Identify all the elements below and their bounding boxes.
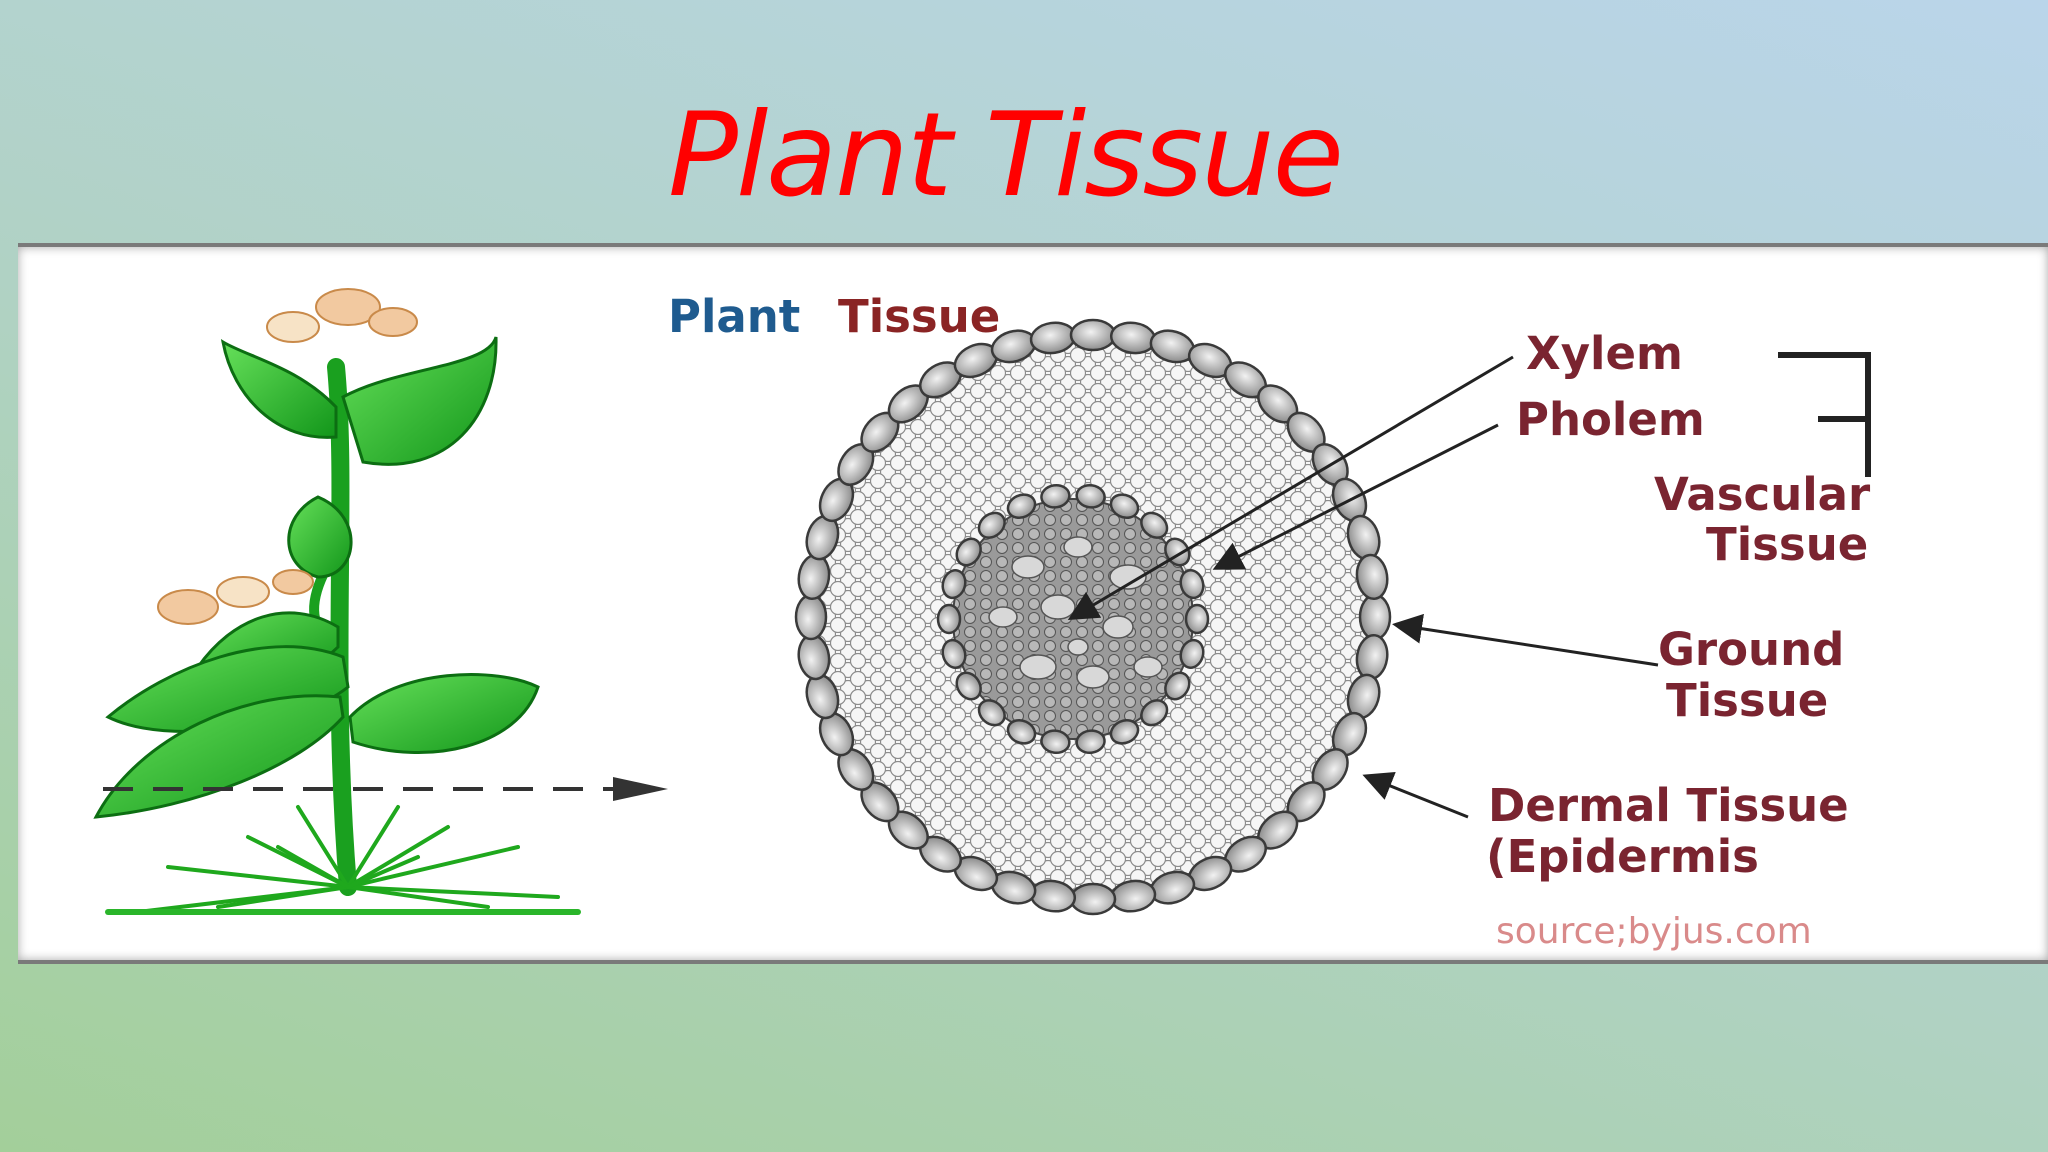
vascular-cell [936,603,962,635]
flower-top [266,288,418,343]
vascular-bracket [1778,352,1871,477]
vascular-cell [1164,671,1191,701]
vascular-cell [1184,603,1210,635]
dermal-cell [1355,553,1389,601]
vascular-cell [955,537,982,567]
diagram-frame: Plant Tissue [18,243,2048,964]
vascular-cell [1179,569,1205,600]
dermal-cell [794,593,828,641]
phloem-pointer [1212,423,1499,570]
vascular-cell [1006,718,1037,745]
vascular-cell [941,638,967,669]
label-phloem: Pholem [1516,393,1705,446]
flower-lower [157,569,314,625]
leaf-lower-left [93,694,345,819]
label-ground-line2: Tissue [1666,674,1828,727]
diagram-heading-tissue: Tissue [838,290,1000,343]
plant-stem [327,358,357,896]
vascular-cell [1040,483,1071,509]
vascular-cell [1006,493,1037,520]
slide-title: Plant Tissue [668,88,1344,223]
label-ground-line1: Ground [1658,623,1844,676]
leaf-top-right [341,336,498,466]
dermal-cell [1358,593,1392,641]
plant-illustration [93,288,581,915]
dermal-ring [794,318,1392,916]
plant-tissue-diagram: Plant Tissue [93,288,1871,952]
dermal-cell [1069,318,1117,352]
dermal-cell [1069,882,1117,916]
vascular-cell [1075,729,1106,755]
vascular-cell [1179,638,1205,669]
core-cells [988,536,1163,689]
leaf-bud [287,495,353,579]
leaf-top-left [220,339,338,439]
pointer-lines [1067,352,1871,819]
vascular-cell [1140,699,1169,727]
diagram-heading: Plant Tissue [668,290,1000,343]
cut-line-arrow [613,777,668,801]
label-vascular-line1: Vascular [1654,468,1871,521]
vascular-cell [977,699,1006,727]
label-xylem: Xylem [1526,327,1683,380]
vascular-cell [941,569,967,600]
source-credit: source;byjus.com [1496,911,1812,952]
label-vascular-line2: Tissue [1706,518,1868,571]
vascular-cell [1140,511,1169,539]
stem-cross-section [794,318,1392,916]
vascular-cell [1109,493,1140,520]
vascular-cell [1075,483,1106,509]
label-dermal-line2: (Epidermis [1486,830,1759,883]
grass [105,805,581,915]
ground-pointer [1392,613,1659,667]
vascular-cell [955,671,982,701]
dermal-pointer [1362,771,1469,819]
vascular-ring [936,483,1210,755]
label-dermal-line1: Dermal Tissue [1488,779,1849,832]
xylem-pointer [1067,355,1514,621]
diagram-heading-plant: Plant [668,290,800,343]
vascular-cell [1109,718,1140,745]
vascular-cell [977,511,1006,539]
vascular-cell [1040,729,1071,755]
leaf-right [348,673,540,754]
